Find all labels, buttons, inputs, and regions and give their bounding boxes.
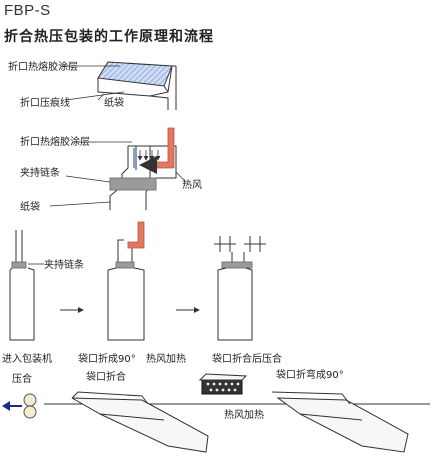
- press-roller-bottom: [23, 405, 37, 419]
- middle-coating-label: 折口热熔胶涂层: [20, 135, 90, 148]
- chain-label: 夹持链条: [44, 258, 84, 271]
- output-arrow: [2, 401, 22, 411]
- flow-arrows: [60, 307, 200, 313]
- press-roller-top: [23, 393, 37, 407]
- bag-bent-90: [271, 391, 409, 453]
- middle-bag-label: 纸袋: [20, 200, 40, 213]
- top-crease-label: 折口压痕线: [20, 96, 70, 109]
- heat-arrows: [137, 150, 161, 161]
- hot-air-nozzle: [139, 127, 175, 174]
- step-bags: [9, 230, 266, 341]
- step-2-fold: 袋口折成90°: [78, 352, 136, 365]
- top-bag-label: 纸袋: [104, 96, 124, 109]
- step-2-nozzle: [127, 221, 145, 249]
- middle-chain-label: 夹持链条: [20, 166, 60, 179]
- step-1-line1: 进入包装机: [2, 352, 52, 365]
- step-4-label: 袋口折弯成90°: [276, 368, 344, 381]
- model-name: FBP-S: [4, 2, 51, 19]
- diagram-title: 折合热压包装的工作原理和流程: [4, 29, 214, 45]
- bag-top-figure: [60, 61, 177, 110]
- conveyor-hot-air-label: 热风加热: [224, 408, 264, 421]
- clamp-chain: [109, 177, 157, 191]
- step-2-hot-air: 热风加热: [146, 352, 186, 365]
- hot-air-heater: [198, 373, 248, 395]
- top-coating-label: 折口热熔胶涂层: [8, 60, 78, 73]
- bag-step-2: [107, 239, 145, 341]
- bag-at-rollers: [71, 391, 209, 453]
- step-1-line2: 压合: [12, 372, 32, 385]
- bag-step-3: [214, 236, 266, 341]
- bag-middle-figure: [49, 141, 177, 210]
- step-3-label: 袋口折合后压合: [212, 352, 282, 365]
- step-2-press: 袋口折合: [86, 370, 126, 383]
- middle-hot-air-label: 热风: [182, 178, 202, 191]
- bag-step-1: [9, 230, 35, 341]
